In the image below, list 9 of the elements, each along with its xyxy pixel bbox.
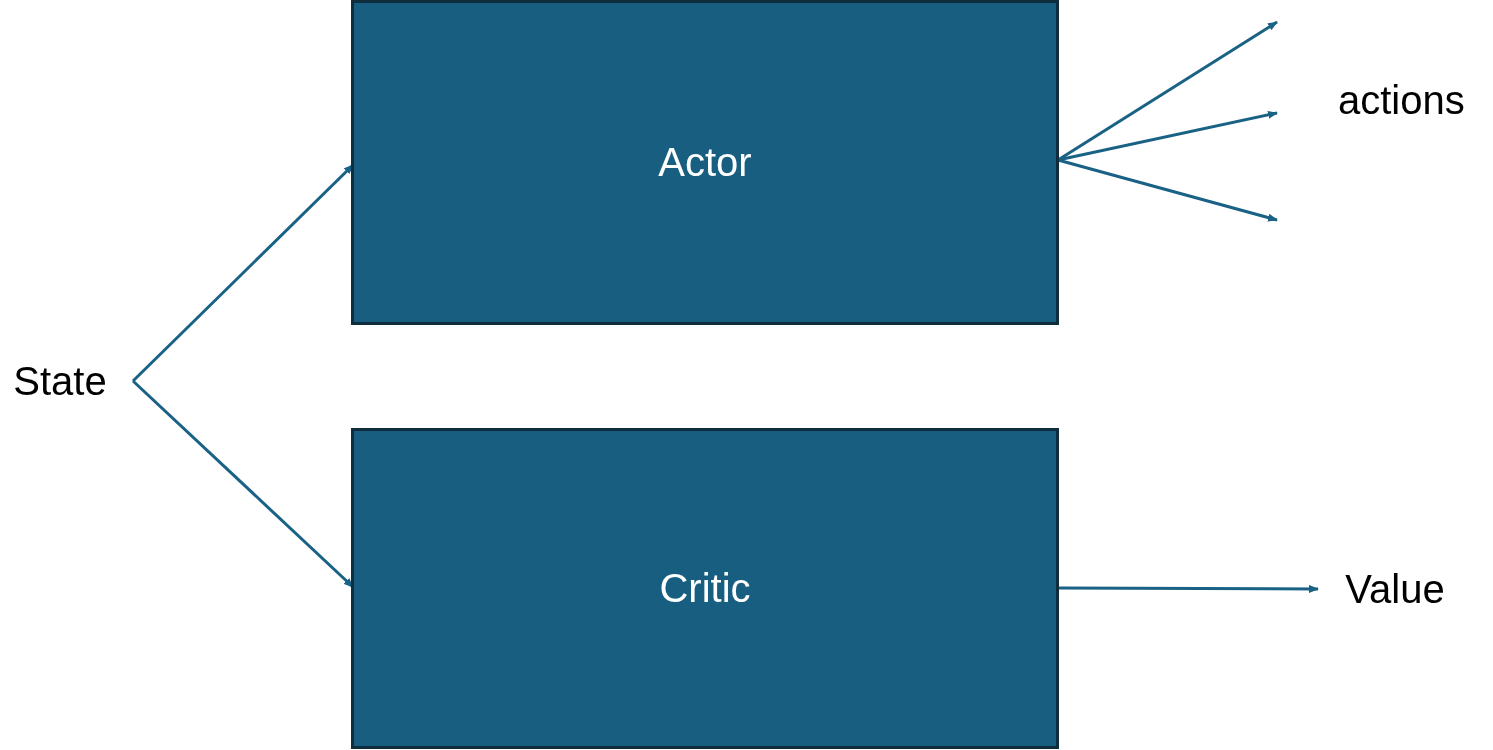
critic-box: [351, 428, 1059, 749]
arrow: [1058, 584, 1319, 593]
node-title: Critic: [659, 566, 751, 611]
arrow: [1057, 158, 1278, 222]
value-label: Value: [1336, 566, 1454, 612]
output-label: actions: [1338, 78, 1465, 123]
state-label: State: [5, 358, 115, 404]
actor-box: [351, 0, 1059, 325]
node-title: Actor: [658, 140, 752, 185]
